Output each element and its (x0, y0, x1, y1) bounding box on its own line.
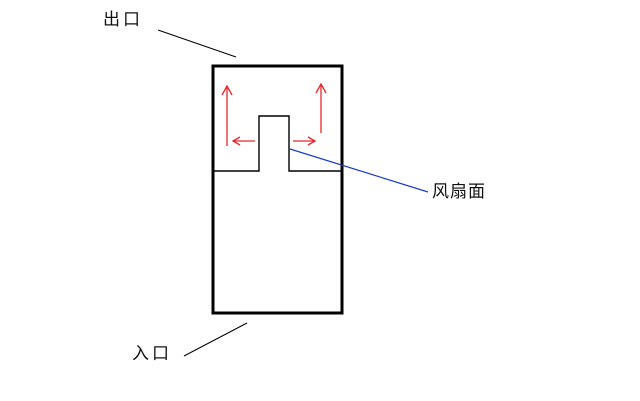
fan-partition (214, 115, 341, 172)
arrow-left (231, 136, 255, 146)
outlet-label: 出口 (103, 10, 143, 30)
outlet-leader (157, 29, 237, 58)
airflow-arrows (221, 82, 327, 146)
arrow-up-left (221, 84, 233, 146)
arrow-right (293, 136, 317, 146)
inlet-leader (183, 322, 248, 357)
fan-face-pointer (289, 148, 429, 193)
arrow-up-right (315, 82, 327, 133)
inlet-label: 入口 (132, 344, 172, 364)
fan-face-label: 风扇面 (432, 182, 486, 202)
enclosure-box (211, 64, 344, 315)
